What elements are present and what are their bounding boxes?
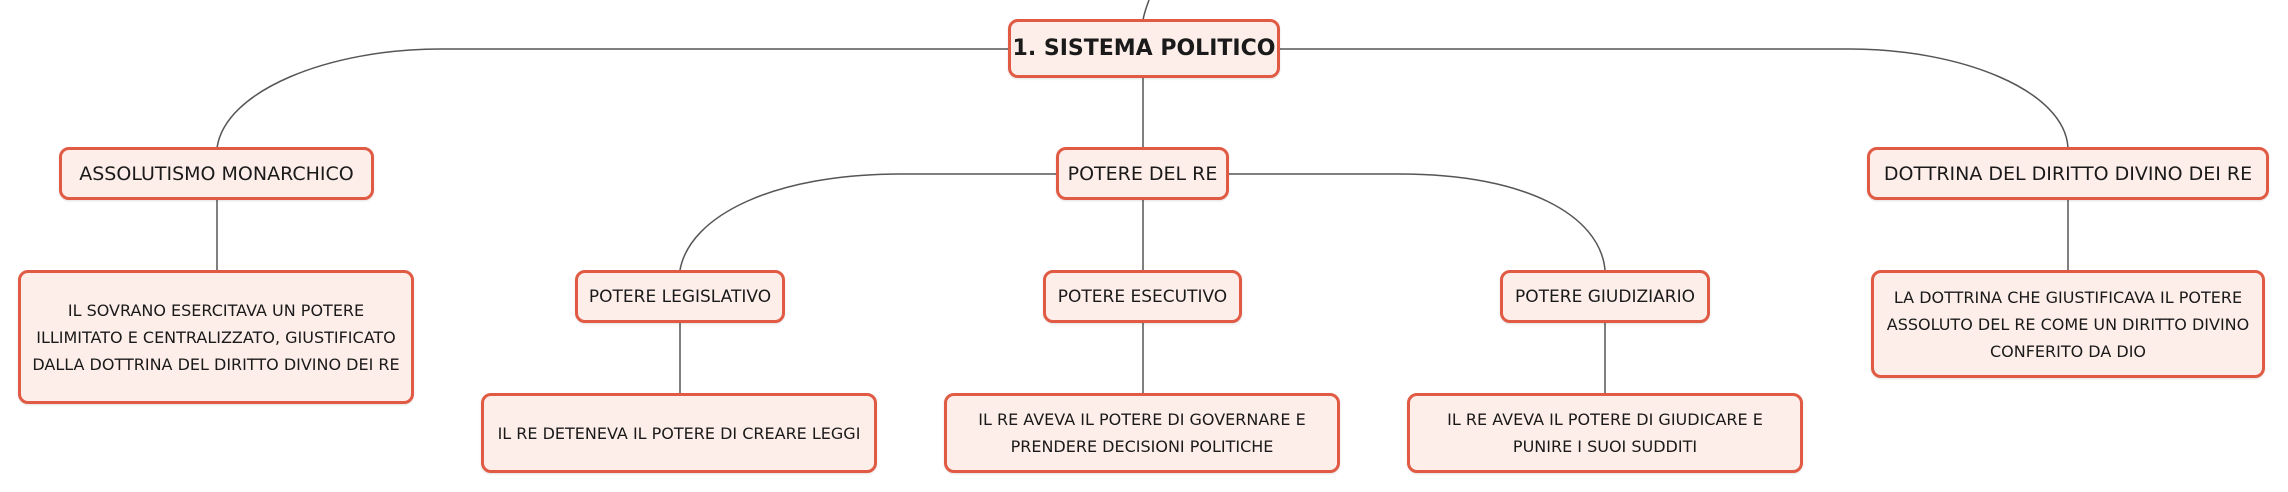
topic-absolutism[interactable]: ASSOLUTISMO MONARCHICO [59,147,374,200]
detail-absolutism-text: IL SOVRANO ESERCITAVA UN POTERE ILLIMITA… [32,300,400,374]
detail-absolutism[interactable]: IL SOVRANO ESERCITAVA UN POTERE ILLIMITA… [18,270,414,404]
connector-root-doctrine [1278,48,2069,149]
topic-legislative-label: POTERE LEGISLATIVO [588,286,772,307]
topic-judiciary[interactable]: POTERE GIUDIZIARIO [1500,270,1710,323]
connector-king-legislative [679,173,1057,271]
connector-from-parent [1142,0,1150,21]
topic-king-power-label: POTERE DEL RE [1067,162,1218,185]
detail-judiciary-text: IL RE AVEVA IL POTERE DI GIUDICARE E PUN… [1447,410,1763,456]
root-topic[interactable]: 1. SISTEMA POLITICO [1008,19,1280,78]
detail-judiciary[interactable]: IL RE AVEVA IL POTERE DI GIUDICARE E PUN… [1407,393,1803,473]
detail-executive[interactable]: IL RE AVEVA IL POTERE DI GOVERNARE E PRE… [944,393,1340,473]
detail-executive-text: IL RE AVEVA IL POTERE DI GOVERNARE E PRE… [978,410,1306,456]
connector-king-judiciary [1228,173,1606,271]
topic-legislative[interactable]: POTERE LEGISLATIVO [575,270,785,323]
detail-divine-right-text: LA DOTTRINA CHE GIUSTIFICAVA IL POTERE A… [1886,287,2250,361]
detail-legislative[interactable]: IL RE DETENEVA IL POTERE DI CREARE LEGGI [481,393,877,473]
connector-root-absolutism [216,48,1010,149]
detail-legislative-text: IL RE DETENEVA IL POTERE DI CREARE LEGGI [497,423,861,443]
root-topic-label: 1. SISTEMA POLITICO [1012,36,1276,61]
topic-absolutism-label: ASSOLUTISMO MONARCHICO [79,162,354,185]
detail-divine-right[interactable]: LA DOTTRINA CHE GIUSTIFICAVA IL POTERE A… [1871,270,2265,378]
topic-judiciary-label: POTERE GIUDIZIARIO [1515,286,1695,307]
topic-executive-label: POTERE ESECUTIVO [1057,286,1228,307]
topic-divine-right[interactable]: DOTTRINA DEL DIRITTO DIVINO DEI RE [1867,147,2269,200]
topic-king-power[interactable]: POTERE DEL RE [1056,147,1229,200]
topic-divine-right-label: DOTTRINA DEL DIRITTO DIVINO DEI RE [1883,162,2253,185]
topic-executive[interactable]: POTERE ESECUTIVO [1043,270,1242,323]
